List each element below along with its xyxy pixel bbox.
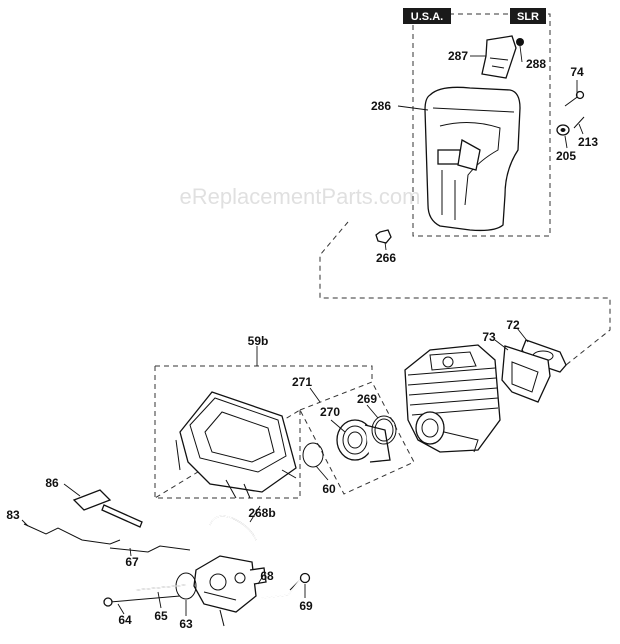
heat-shield-part bbox=[481, 35, 517, 79]
callout-86: 86 bbox=[45, 476, 59, 490]
callout-labels: 287 288 74 286 213 205 266 72 73 59b 271… bbox=[6, 49, 598, 631]
leader-lines bbox=[21, 45, 584, 616]
callout-268b: 268b bbox=[248, 506, 275, 520]
bolt-65 bbox=[135, 584, 187, 591]
callout-73: 73 bbox=[482, 330, 496, 344]
usa-tag-label: U.S.A. bbox=[411, 11, 443, 23]
ring-60 bbox=[302, 442, 324, 468]
bolt-74 bbox=[564, 90, 585, 107]
intake-boot-270 bbox=[336, 419, 391, 463]
callout-68: 68 bbox=[260, 569, 274, 583]
callout-269: 269 bbox=[357, 392, 377, 406]
watermark: eReplacementParts.com bbox=[180, 184, 421, 209]
callout-74: 74 bbox=[570, 65, 584, 79]
carburetor-part bbox=[193, 555, 267, 627]
callout-69: 69 bbox=[299, 599, 313, 613]
callout-67: 67 bbox=[125, 555, 139, 569]
slr-tag-label: SLR bbox=[517, 11, 539, 23]
fuel-line-68 bbox=[261, 579, 301, 599]
bolt-213 bbox=[573, 116, 585, 129]
nut-266 bbox=[375, 229, 392, 244]
muffler-part bbox=[424, 86, 521, 232]
callout-213: 213 bbox=[578, 135, 598, 149]
fitting-69 bbox=[299, 572, 311, 584]
washer-205 bbox=[556, 124, 570, 136]
callout-59b: 59b bbox=[248, 334, 269, 348]
callout-286: 286 bbox=[371, 99, 391, 113]
callout-205: 205 bbox=[556, 149, 576, 163]
link-rod-67 bbox=[109, 545, 191, 553]
callout-288: 288 bbox=[526, 57, 546, 71]
callout-83: 83 bbox=[6, 508, 20, 522]
usa-tag bbox=[403, 8, 451, 24]
muffler-to-cylinder-link bbox=[319, 221, 611, 366]
air-filter-housing bbox=[175, 391, 297, 499]
callout-270: 270 bbox=[320, 405, 340, 419]
callout-72: 72 bbox=[506, 318, 520, 332]
callout-65: 65 bbox=[154, 609, 168, 623]
bolt-64 bbox=[103, 595, 181, 607]
screw-288 bbox=[516, 38, 524, 46]
cylinder-part bbox=[404, 344, 501, 453]
callout-64: 64 bbox=[118, 613, 132, 627]
callout-266: 266 bbox=[376, 251, 396, 265]
callout-60: 60 bbox=[322, 482, 336, 496]
callout-63: 63 bbox=[179, 617, 193, 631]
clamp-269 bbox=[371, 415, 397, 445]
callout-287: 287 bbox=[448, 49, 468, 63]
slr-tag bbox=[510, 8, 546, 24]
muffler-group-box: U.S.A. SLR bbox=[403, 8, 551, 237]
wire-83 bbox=[23, 523, 121, 545]
hose-268b bbox=[209, 515, 257, 541]
callout-271: 271 bbox=[292, 375, 312, 389]
throttle-lever-86 bbox=[72, 489, 143, 528]
gasket-73 bbox=[501, 345, 551, 403]
